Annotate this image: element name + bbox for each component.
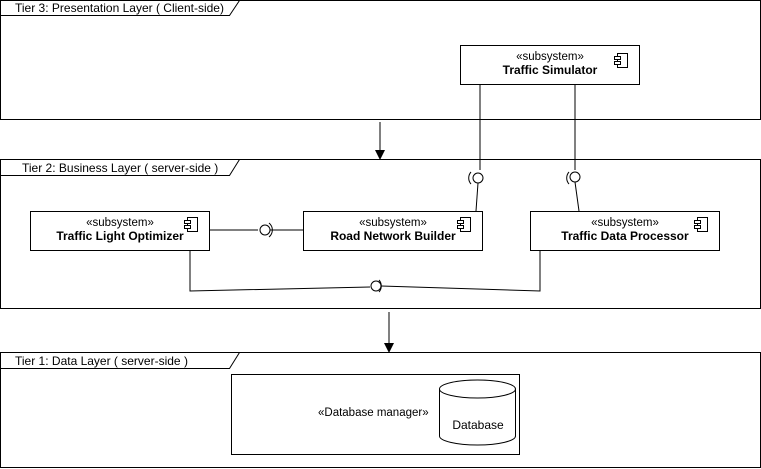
component-road-network-builder[interactable] [303, 211, 483, 251]
database-cylinder-icon [439, 379, 516, 446]
road-network-builder-name: Road Network Builder [330, 229, 456, 243]
traffic-light-optimizer-label: «subsystem» Traffic Light Optimizer [30, 217, 210, 243]
component-traffic-light-optimizer[interactable] [30, 211, 210, 251]
traffic-data-processor-name: Traffic Data Processor [561, 229, 689, 243]
component-icon [457, 217, 471, 232]
connector-simulator-to-data-processor [566, 85, 581, 212]
component-traffic-simulator[interactable] [460, 45, 640, 85]
component-icon [614, 53, 628, 68]
connector-simulator-to-network-builder [468, 85, 484, 212]
traffic-simulator-name: Traffic Simulator [502, 63, 598, 77]
traffic-light-optimizer-stereotype: «subsystem» [86, 217, 154, 229]
road-network-builder-label: «subsystem» Road Network Builder [303, 217, 483, 243]
tier-2-title: Tier 2: Business Layer ( server-side ) [22, 161, 219, 175]
connector-optimizer-to-network-builder [210, 222, 303, 238]
traffic-simulator-label: «subsystem» Traffic Simulator [460, 51, 640, 77]
component-traffic-data-processor[interactable] [530, 211, 720, 251]
component-icon [184, 217, 198, 232]
tier-1-title: Tier 1: Data Layer ( server-side ) [15, 354, 188, 368]
traffic-light-optimizer-name: Traffic Light Optimizer [56, 229, 184, 243]
tier-3-frame [0, 0, 761, 120]
traffic-data-processor-stereotype: «subsystem» [591, 217, 659, 229]
component-icon [694, 217, 708, 232]
database-manager-stereotype: «Database manager» [318, 407, 429, 419]
tier-3-title: Tier 3: Presentation Layer ( Client-side… [15, 1, 224, 15]
connector-optimizer-to-data-processor [189, 251, 541, 293]
road-network-builder-stereotype: «subsystem» [359, 217, 427, 229]
database-label: Database [452, 418, 504, 432]
traffic-data-processor-label: «subsystem» Traffic Data Processor [530, 217, 720, 243]
traffic-simulator-stereotype: «subsystem» [516, 51, 584, 63]
